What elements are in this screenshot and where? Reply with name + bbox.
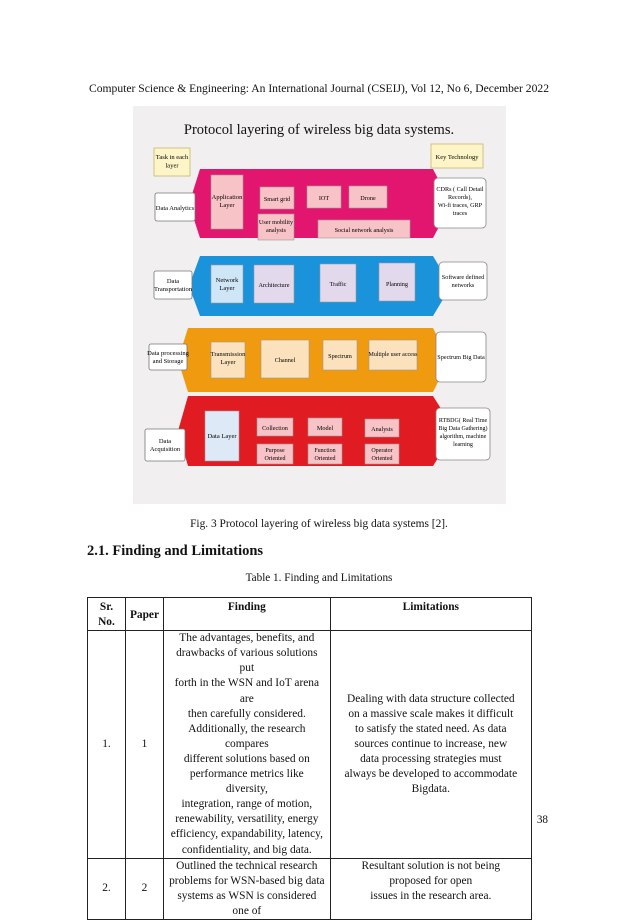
task-header-box bbox=[153, 147, 191, 177]
item-box-purpose-oriented bbox=[256, 443, 294, 465]
item-box-multiple-user bbox=[368, 339, 418, 371]
item-box-traffic bbox=[319, 263, 357, 303]
item-box-planning bbox=[378, 262, 416, 302]
item-label: Channel bbox=[275, 357, 296, 364]
tech-box-application bbox=[433, 177, 487, 229]
item-box-architecture bbox=[253, 264, 295, 304]
item-box-channel bbox=[260, 339, 310, 379]
cell-paper: 1 bbox=[124, 630, 165, 859]
task-box-data-transportation bbox=[153, 270, 193, 300]
item-box-operator-oriented bbox=[364, 443, 400, 465]
section-title: 2.1. Finding and Limitations bbox=[87, 543, 264, 559]
item-box-model bbox=[307, 417, 343, 437]
item-box-analysis bbox=[364, 418, 400, 438]
table-caption: Table 1. Finding and Limitations bbox=[245, 572, 393, 584]
header-limitations: Limitations bbox=[329, 596, 533, 632]
journal-header: Computer Science & Engineering: An Inter… bbox=[88, 82, 549, 95]
layer-box-transmission bbox=[210, 341, 246, 379]
task-box-data-acquisition bbox=[144, 428, 186, 462]
item-box-smart-grid bbox=[259, 186, 295, 210]
tech-box-transmission bbox=[435, 331, 487, 383]
tech-box-data bbox=[435, 407, 491, 461]
page-number: 38 bbox=[536, 814, 548, 826]
item-label: Smart grid bbox=[264, 196, 291, 203]
item-box-function-oriented bbox=[307, 443, 343, 465]
item-box-iot bbox=[306, 185, 342, 209]
item-label: Collection bbox=[262, 425, 288, 432]
layer-box-data bbox=[204, 410, 240, 462]
cell-sr: 2. bbox=[87, 857, 126, 920]
task-box-data-processing bbox=[148, 343, 188, 371]
figure-protocol-layering: Protocol layering of wireless big data s… bbox=[133, 106, 506, 504]
header-sr-no: Sr.No. bbox=[87, 596, 126, 632]
tech-label: Spectrum Big Data bbox=[437, 354, 485, 361]
cell-paper: 2 bbox=[124, 857, 165, 920]
item-label: IOT bbox=[319, 195, 330, 202]
figure-caption: Fig. 3 Protocol layering of wireless big… bbox=[190, 518, 448, 530]
task-label: Data Analytics bbox=[156, 205, 195, 212]
cell-sr: 1. bbox=[87, 630, 126, 859]
key-tech-header-box bbox=[430, 143, 484, 169]
task-box-data-analytics bbox=[154, 192, 196, 222]
item-box-social-network bbox=[317, 219, 411, 239]
header-paper: Paper bbox=[124, 596, 165, 632]
item-label: Traffic bbox=[330, 281, 347, 288]
layer-box-network bbox=[210, 264, 244, 304]
band-network bbox=[189, 256, 433, 316]
item-label: Spectrum bbox=[328, 353, 352, 360]
header-finding: Finding bbox=[163, 596, 331, 632]
item-box-spectrum bbox=[322, 339, 358, 371]
item-box-user-mobility bbox=[257, 213, 295, 241]
layer-label: Data Layer bbox=[207, 433, 237, 440]
item-label: Architecture bbox=[259, 282, 290, 289]
layer-box-application bbox=[210, 174, 244, 230]
item-label: Social network analysis bbox=[335, 227, 394, 234]
tech-box-network bbox=[438, 261, 488, 301]
item-label: Analysis bbox=[371, 426, 393, 433]
item-label: Multiple user access bbox=[369, 352, 419, 358]
item-label: Planning bbox=[386, 281, 408, 288]
findings-table: Sr.No. Paper Finding Limitations 1. 1 Th… bbox=[87, 596, 533, 920]
item-box-collection bbox=[256, 417, 294, 437]
table-header-row: Sr.No. Paper Finding Limitations bbox=[87, 596, 533, 632]
item-label: Model bbox=[317, 425, 333, 432]
figure-title: Protocol layering of wireless big data s… bbox=[184, 122, 454, 138]
item-label: Drone bbox=[360, 195, 376, 202]
key-tech-header-label: Key Technology bbox=[436, 154, 480, 161]
item-box-drone bbox=[348, 185, 388, 209]
